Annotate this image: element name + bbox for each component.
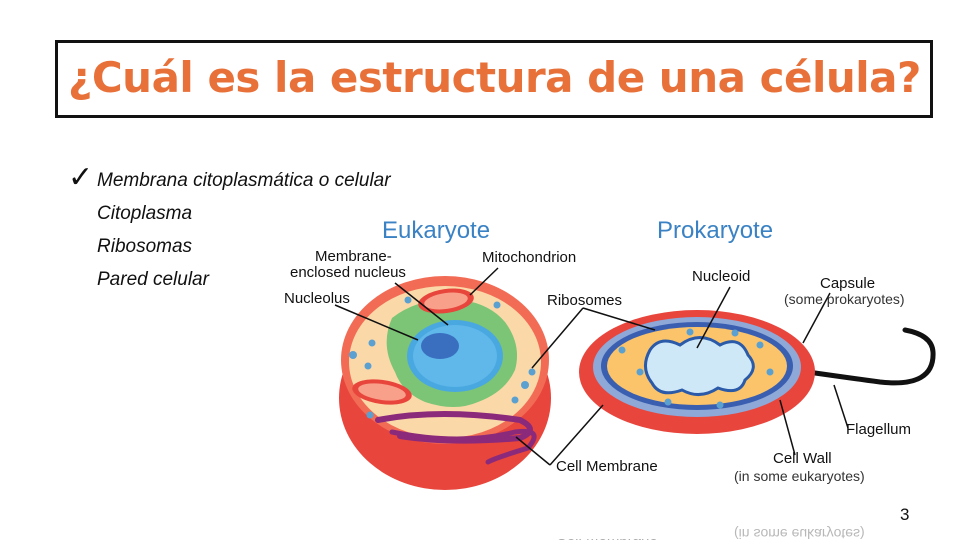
bullet-item: Membrana citoplasmática o celular [97, 170, 391, 191]
reflection-cell-wall-note: (in some eukaryotes) [734, 526, 865, 540]
bullet-item: Citoplasma [97, 203, 193, 224]
label-ribosomes: Ribosomes [547, 292, 622, 309]
label-nucleolus: Nucleolus [284, 290, 350, 307]
prokaryote-heading: Prokaryote [657, 217, 773, 244]
label-mitochondrion: Mitochondrion [482, 249, 576, 266]
eukaryote-cell [339, 276, 551, 490]
label-capsule: Capsule [820, 275, 875, 292]
prokaryote-cell [579, 310, 936, 434]
label-membrane-nucleus-2: enclosed nucleus [290, 264, 406, 281]
eukaryote-heading: Eukaryote [382, 217, 490, 244]
label-membrane-nucleus: Membrane- [315, 248, 392, 265]
title-box: ¿Cuál es la estructura de una célula? [55, 40, 933, 118]
label-flagellum: Flagellum [846, 421, 911, 438]
bullet-item: Ribosomas [97, 236, 193, 257]
leader-lines [334, 267, 849, 466]
bullet-item: Pared celular [97, 269, 209, 290]
reflection: Cell Membrane Cell Wall (in some eukaryo… [556, 526, 865, 540]
label-cell-membrane: Cell Membrane [556, 458, 658, 475]
label-nucleoid: Nucleoid [692, 268, 750, 285]
reflection-cell-membrane: Cell Membrane [556, 535, 658, 540]
label-capsule-note: (some prokaryotes) [784, 291, 905, 307]
label-cell-wall-note: (in some eukaryotes) [734, 468, 865, 484]
slide-title: ¿Cuál es la estructura de una célula? [68, 53, 921, 102]
label-cell-wall: Cell Wall [773, 450, 832, 467]
check-mark-icon: ✓ [68, 161, 94, 194]
page-number: 3 [900, 505, 910, 524]
